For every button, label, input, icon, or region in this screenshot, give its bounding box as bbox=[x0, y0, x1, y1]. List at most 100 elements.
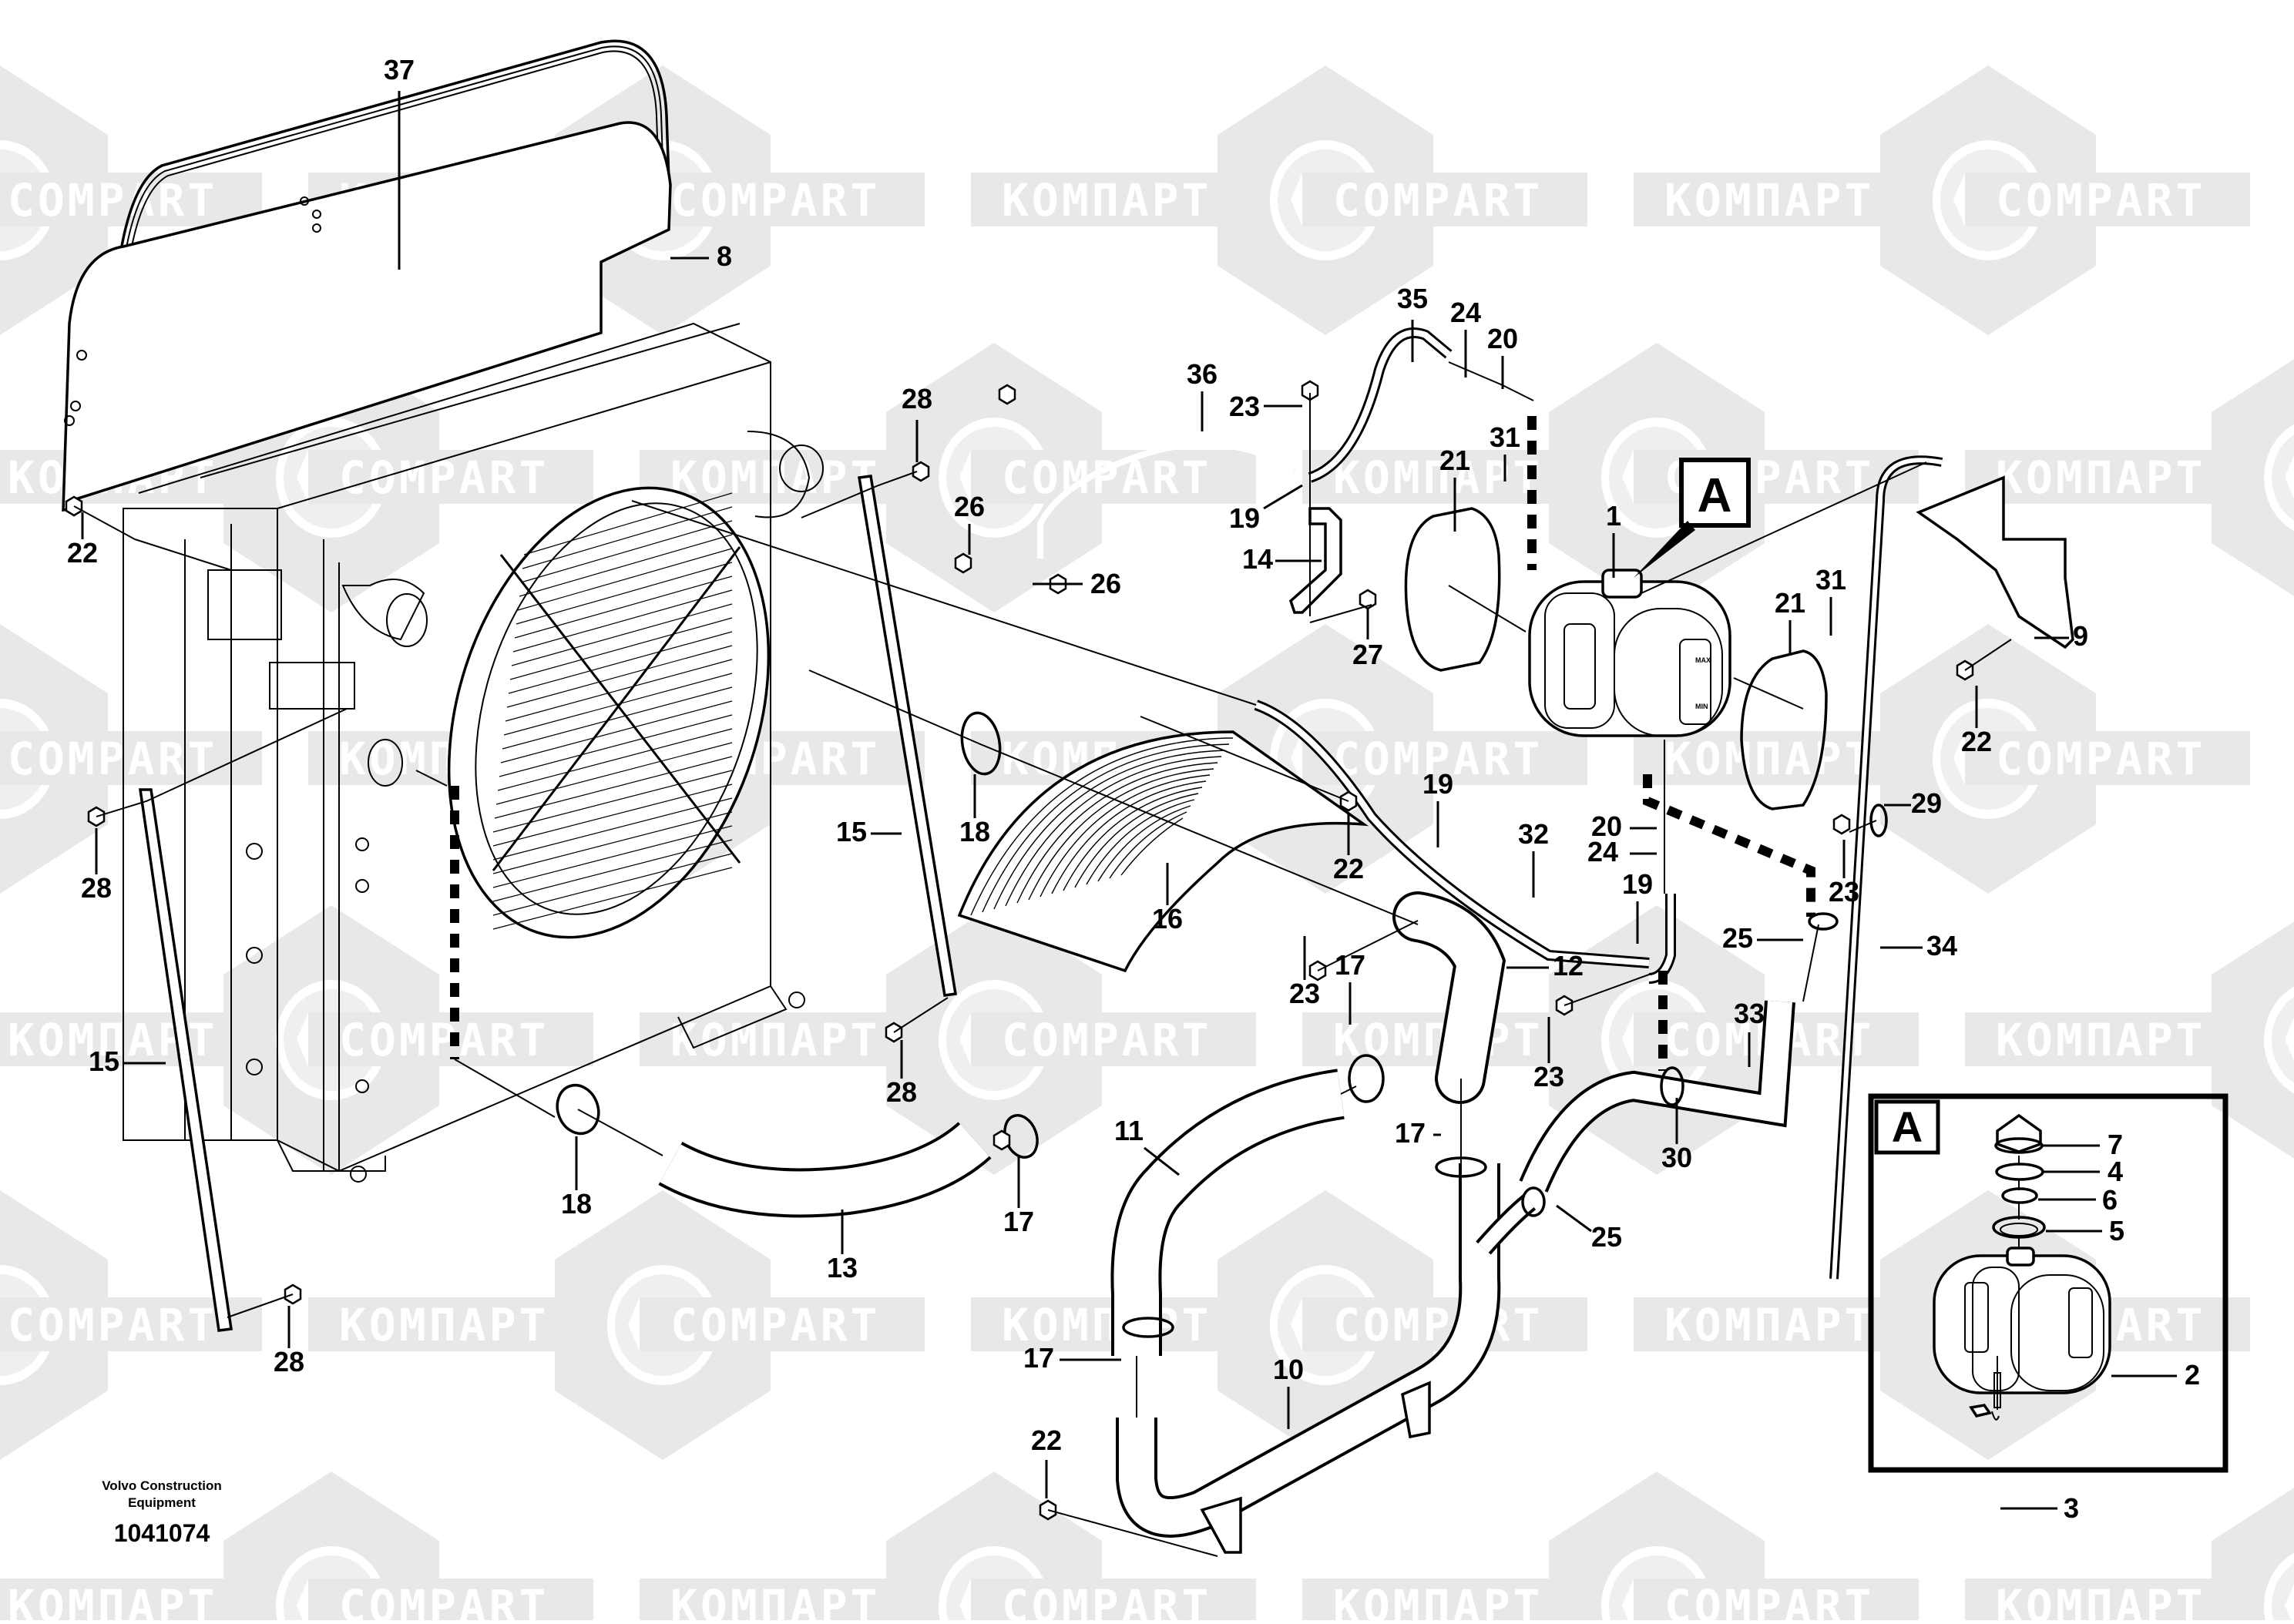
pipe-part-10 bbox=[1116, 1163, 1501, 1554]
callout-36: 36 bbox=[1187, 358, 1218, 431]
watermark-text: COMPART bbox=[670, 174, 880, 226]
drawing-footer: Volvo Construction Equipment 1041074 bbox=[69, 1478, 254, 1548]
watermark-logo: COMPART bbox=[0, 65, 262, 335]
bracket-part-14 bbox=[1288, 507, 1342, 614]
callout-label: 23 bbox=[1829, 876, 1859, 908]
callout-14: 14 bbox=[1242, 543, 1322, 575]
watermark-logo: COMPART bbox=[2212, 921, 2294, 1159]
callout-label: 19 bbox=[1229, 502, 1260, 534]
callout-label: 17 bbox=[1335, 949, 1365, 981]
callout-label: 19 bbox=[1422, 768, 1453, 800]
watermark-text: КОМПАРТ bbox=[670, 451, 880, 504]
watermark-logo: КОМПАРТ bbox=[1953, 1012, 2250, 1066]
callout-label: 4 bbox=[2108, 1156, 2123, 1187]
gasket-part-6 bbox=[2001, 1187, 2038, 1204]
tank-max-mark: MAX bbox=[1695, 656, 1711, 664]
bolt-icon bbox=[912, 461, 930, 482]
exploded-drawing: MAX MIN bbox=[62, 39, 2074, 1557]
callout-16: 16 bbox=[1152, 863, 1183, 934]
callout-label: 1 bbox=[1606, 500, 1621, 532]
callout-label: 16 bbox=[1152, 903, 1183, 934]
callout-label: 22 bbox=[67, 537, 98, 569]
callout-9: 9 bbox=[2034, 620, 2088, 652]
watermark-logo: КОМПАРТ bbox=[297, 1297, 593, 1351]
callout-label: 21 bbox=[1775, 587, 1805, 619]
callout-20: 20 bbox=[1487, 323, 1518, 389]
hose-part-36 bbox=[1037, 441, 1297, 559]
watermark-text: КОМПАРТ bbox=[1996, 451, 2205, 504]
callout-label: 9 bbox=[2073, 620, 2088, 652]
callout-26: 26 bbox=[1033, 568, 1121, 599]
callout-label: 23 bbox=[1229, 391, 1260, 422]
stay-part-15-left bbox=[138, 788, 233, 1332]
callout-label: 2 bbox=[2185, 1359, 2200, 1391]
watermark-logo: COMPART bbox=[2212, 1488, 2294, 1624]
callout-label: 37 bbox=[384, 54, 415, 86]
watermark-logo: КОМПАРТ bbox=[959, 1297, 1256, 1351]
callout-18: 18 bbox=[561, 1136, 592, 1220]
filler-cap-part-7 bbox=[1996, 1113, 2042, 1153]
watermark-logo: COMPART bbox=[223, 905, 593, 1175]
callout-label: 30 bbox=[1661, 1142, 1692, 1173]
watermark-logo: COMPART bbox=[1218, 65, 1587, 335]
callout-leader-line bbox=[1263, 484, 1303, 510]
callout-label: 26 bbox=[1090, 568, 1121, 599]
callout-label: 5 bbox=[2109, 1215, 2124, 1247]
illustration-number: 1041074 bbox=[113, 1519, 210, 1547]
cover-plate-part-8 bbox=[62, 121, 672, 512]
callout-3: 3 bbox=[2000, 1492, 2079, 1524]
watermark-logo: КОМПАРТ bbox=[1622, 1297, 1919, 1351]
callout-31: 31 bbox=[1815, 564, 1846, 636]
callout-label: 18 bbox=[959, 816, 990, 847]
watermark-logo: COMPART bbox=[0, 624, 262, 894]
fan-grille bbox=[492, 492, 733, 930]
watermark-text: КОМПАРТ bbox=[339, 1299, 549, 1351]
tank-min-mark: MIN bbox=[1695, 703, 1708, 710]
detail-view-a: A bbox=[1868, 1093, 2229, 1473]
watermark-text: КОМПАРТ bbox=[670, 1014, 880, 1066]
callout-label: 13 bbox=[827, 1252, 858, 1283]
watermark-text: COMPART bbox=[8, 1299, 217, 1351]
callout-label: 15 bbox=[836, 816, 867, 847]
callout-20: 20 bbox=[1591, 810, 1657, 842]
callout-11: 11 bbox=[1114, 1115, 1180, 1176]
watermark-logo: COMPART bbox=[1549, 1471, 1919, 1624]
callout-22: 22 bbox=[1333, 813, 1364, 884]
watermark-text: КОМПАРТ bbox=[670, 1580, 880, 1620]
callout-label: 17 bbox=[1395, 1117, 1426, 1149]
callout-25: 25 bbox=[1722, 922, 1803, 954]
callout-7: 7 bbox=[2042, 1129, 2123, 1160]
callout-24: 24 bbox=[1587, 836, 1657, 867]
callout-10: 10 bbox=[1273, 1354, 1304, 1429]
callout-label: 22 bbox=[1961, 726, 1992, 757]
callout-28: 28 bbox=[274, 1306, 304, 1377]
detail-view-label: A bbox=[1892, 1102, 1923, 1151]
watermark-text: КОМПАРТ bbox=[1002, 1299, 1211, 1351]
watermark-logo: КОМПАРТ bbox=[2285, 178, 2294, 221]
watermark-text: COMPART bbox=[1002, 451, 1211, 504]
bolt-icon bbox=[1832, 814, 1851, 835]
callout-label: 17 bbox=[1003, 1206, 1034, 1237]
hose-small-25 bbox=[1476, 1193, 1537, 1255]
callout-28: 28 bbox=[886, 1040, 917, 1108]
callout-28: 28 bbox=[902, 383, 932, 462]
bolt-icon bbox=[954, 552, 972, 574]
callout-label: 21 bbox=[1439, 445, 1470, 476]
hose-part-13 bbox=[658, 1121, 992, 1218]
watermark-text: COMPART bbox=[1333, 1299, 1543, 1351]
callout-15: 15 bbox=[89, 1045, 166, 1077]
hose-part-34 bbox=[1829, 455, 1943, 1280]
watermark-text: COMPART bbox=[1996, 733, 2205, 785]
watermark-text: COMPART bbox=[8, 174, 217, 226]
watermark-text: КОМПАРТ bbox=[1996, 1580, 2205, 1620]
watermark-logo: КОМПАРТ bbox=[2285, 1303, 2294, 1346]
callout-label: 10 bbox=[1273, 1354, 1304, 1385]
callout-label: 28 bbox=[886, 1076, 917, 1108]
watermark-logo: COMPART bbox=[1880, 624, 2250, 894]
callout-label: 20 bbox=[1591, 810, 1622, 842]
hose-clamps bbox=[556, 711, 1888, 1338]
callout-2: 2 bbox=[2111, 1359, 2200, 1391]
hose-part-33 bbox=[1519, 1000, 1795, 1193]
fan-guard-ribs bbox=[970, 737, 1234, 916]
